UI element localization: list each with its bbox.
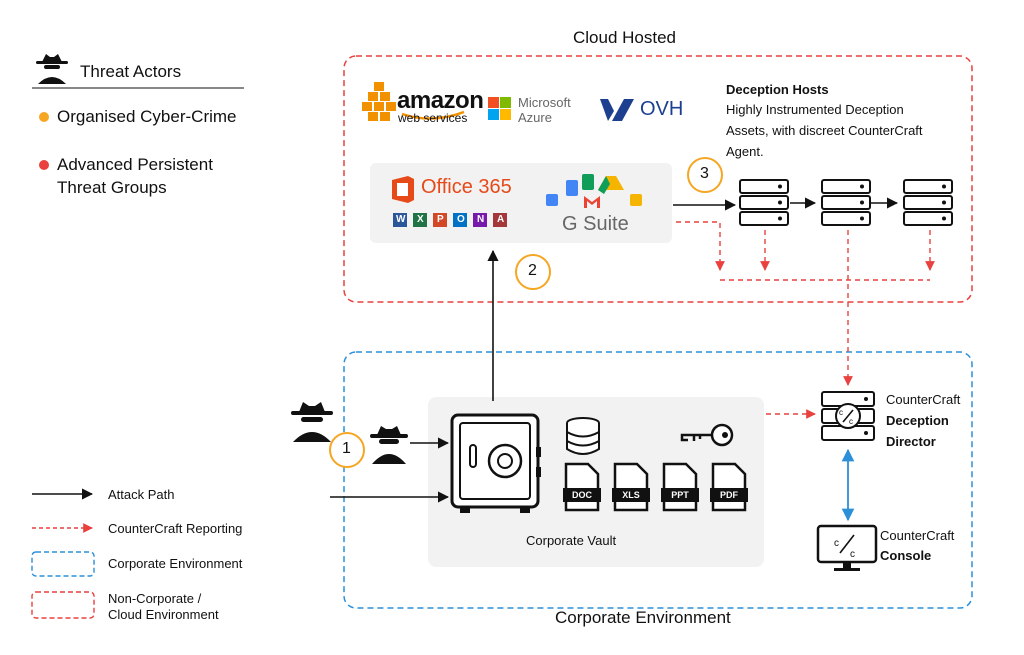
- director-label-line1: CounterCraft: [886, 392, 961, 407]
- legend-dot-apt: [39, 160, 49, 170]
- step-number-3: 3: [700, 165, 709, 182]
- microsoft-logo-icon: [488, 97, 511, 120]
- office-app-word: W: [396, 214, 406, 225]
- amazon-logo-text: amazon: [397, 87, 484, 114]
- svg-text:c: c: [849, 417, 853, 426]
- svg-text:c: c: [839, 408, 843, 417]
- console-label-line1: CounterCraft: [880, 528, 955, 543]
- key-icon: [680, 423, 734, 447]
- legend-dot-cybercrime: [39, 112, 49, 122]
- office-app-access: A: [497, 214, 505, 225]
- step-circle-3: [687, 157, 723, 193]
- legend-threat-actors-title: Threat Actors: [80, 62, 182, 81]
- database-icon: [566, 417, 600, 455]
- director-label-line2: Deception: [886, 413, 949, 428]
- vault-label: Corporate Vault: [526, 533, 617, 548]
- file-xls-icon: [612, 462, 650, 512]
- step-circle-2: [515, 254, 551, 290]
- aws-boxes-icon: [362, 82, 396, 121]
- deception-hosts-line2: Assets, with discreet CounterCraft: [726, 123, 923, 138]
- report-line-saas: [676, 221, 725, 271]
- legend-corporate-swatch: [31, 551, 95, 577]
- microsoft-label: Microsoft: [518, 95, 571, 110]
- file-ppt-icon: [661, 462, 699, 512]
- director-label-line3: Director: [886, 434, 936, 449]
- file-label-doc: DOC: [572, 490, 592, 500]
- ovh-logo-icon: [600, 99, 634, 121]
- spy-icon: [291, 402, 333, 442]
- deception-hosts-line1: Highly Instrumented Deception: [726, 102, 904, 117]
- file-doc-icon: [563, 462, 601, 512]
- legend-reporting-label: CounterCraft Reporting: [108, 521, 243, 536]
- office-logo-icon: [392, 176, 414, 203]
- office-app-excel: X: [417, 214, 424, 225]
- legend-cloud-label-line2: Cloud Environment: [108, 607, 219, 622]
- amazon-smile-icon: [401, 110, 465, 120]
- deception-hosts-title: Deception Hosts: [726, 82, 829, 97]
- office365-label: Office 365: [421, 176, 512, 198]
- file-label-pdf: PDF: [720, 490, 738, 500]
- gsuite-label: G Suite: [562, 213, 629, 235]
- svg-text:c: c: [834, 538, 839, 549]
- monitor-icon: c c: [816, 524, 878, 571]
- office-app-onenote: N: [477, 214, 485, 225]
- office-apps-icons: [393, 213, 507, 227]
- server-icon: [903, 179, 953, 226]
- director-server-icon: c c: [821, 391, 875, 441]
- legend-cloud-label-line1: Non-Corporate /: [108, 591, 202, 606]
- file-label-ppt: PPT: [671, 490, 689, 500]
- step-number-1: 1: [342, 440, 351, 457]
- legend-cloud-swatch: [31, 591, 95, 619]
- cloud-title: Cloud Hosted: [573, 28, 677, 47]
- server-icon: [821, 179, 871, 226]
- server-icon: [739, 179, 789, 226]
- legend-apt-label-line2: Threat Groups: [57, 178, 167, 197]
- console-label-line2: Console: [880, 548, 932, 563]
- legend-cybercrime-label: Organised Cyber-Crime: [57, 107, 237, 126]
- corporate-title: Corporate Environment: [555, 608, 731, 627]
- svg-text:c: c: [850, 549, 855, 560]
- step-number-2: 2: [528, 262, 537, 279]
- deception-hosts-line3: Agent.: [726, 144, 764, 159]
- legend-apt-label-line1: Advanced Persistent: [57, 155, 213, 174]
- cloud-boundary: [343, 55, 973, 303]
- gsuite-apps-icons: [546, 174, 642, 208]
- office-app-outlook: O: [457, 214, 465, 225]
- safe-icon: [450, 413, 541, 513]
- office-app-powerpoint: P: [437, 214, 444, 225]
- spy-icon: [370, 426, 408, 464]
- legend-corporate-label: Corporate Environment: [108, 556, 243, 571]
- aws-subtitle: web services: [398, 111, 468, 125]
- legend-attack-path-label: Attack Path: [108, 487, 175, 502]
- corporate-boundary: [343, 351, 973, 609]
- spy-icon: [36, 54, 68, 84]
- file-pdf-icon: [710, 462, 748, 512]
- file-label-xls: XLS: [622, 490, 640, 500]
- step-circle-1: [329, 432, 365, 468]
- azure-label: Azure: [518, 110, 552, 125]
- ovh-label: OVH: [640, 98, 684, 120]
